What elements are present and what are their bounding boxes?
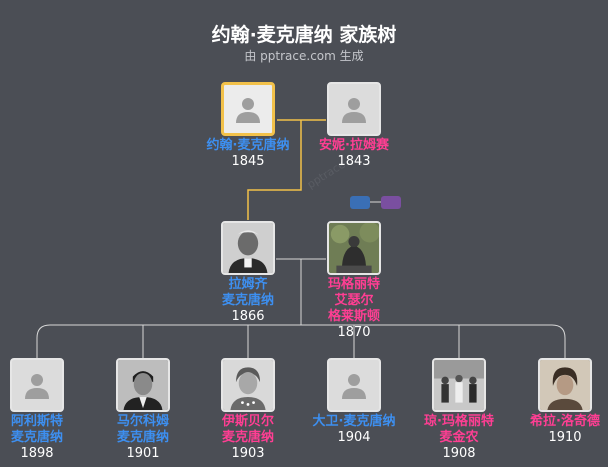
page-title: 约翰·麦克唐纳 家族树 (211, 24, 397, 46)
person-name: 麦克唐纳 (221, 293, 274, 308)
silhouette-icon (327, 82, 381, 136)
person-sheila-lochhead[interactable]: 希拉·洛奇德 1910 (510, 358, 608, 445)
person-ishbel-macdonald[interactable]: 伊斯贝尔 麦克唐纳 1903 (193, 358, 303, 461)
legend-female-swatch (381, 196, 401, 209)
person-malcolm-macdonald[interactable]: 马尔科姆 麦克唐纳 1901 (88, 358, 198, 461)
silhouette-icon (327, 358, 381, 412)
person-year: 1901 (126, 446, 160, 461)
portrait-photo (116, 358, 170, 412)
person-name: 麦克唐纳 (221, 430, 274, 445)
statue-photo (327, 221, 381, 275)
group-photo (432, 358, 486, 412)
person-annie-ramsay[interactable]: 安妮·拉姆赛 1843 (299, 82, 409, 169)
person-john-macdonald[interactable]: 约翰·麦克唐纳 1845 (193, 82, 303, 169)
person-name: 琼·玛格丽特 (424, 414, 494, 429)
person-name: 大卫·麦克唐纳 (312, 414, 396, 429)
page-subtitle: 由 pptrace.com 生成 (244, 49, 364, 63)
person-name: 玛格丽特 (327, 277, 380, 292)
person-ramsay-macdonald[interactable]: 拉姆齐 麦克唐纳 1866 (193, 221, 303, 324)
person-name: 麦金农 (439, 430, 479, 445)
person-year: 1898 (20, 446, 54, 461)
portrait-photo (538, 358, 592, 412)
person-year: 1904 (337, 430, 371, 445)
person-name: 艾瑟尔 (334, 293, 374, 308)
person-year: 1903 (231, 446, 265, 461)
person-name: 格莱斯顿 (327, 309, 380, 324)
person-name: 拉姆齐 (228, 277, 268, 292)
descent-line-gen1 (247, 120, 302, 220)
children-bus-line (36, 324, 566, 358)
person-year: 1843 (337, 154, 371, 169)
person-name: 阿利斯特 (10, 414, 63, 429)
person-name: 马尔科姆 (116, 414, 169, 429)
portrait-photo (221, 221, 275, 275)
person-year: 1908 (442, 446, 476, 461)
person-name: 安妮·拉姆赛 (319, 138, 389, 153)
person-joan-mackinnon[interactable]: 琼·玛格丽特 麦金农 1908 (404, 358, 514, 461)
person-david-macdonald[interactable]: 大卫·麦克唐纳 1904 (299, 358, 409, 445)
person-name: 希拉·洛奇德 (530, 414, 600, 429)
person-name: 伊斯贝尔 (221, 414, 274, 429)
person-year: 1910 (548, 430, 582, 445)
person-year: 1845 (231, 154, 265, 169)
person-margaret-gladstone[interactable]: 玛格丽特 艾瑟尔 格莱斯顿 1870 (299, 221, 409, 340)
person-year: 1870 (337, 325, 371, 340)
person-name: 麦克唐纳 (10, 430, 63, 445)
person-name: 约翰·麦克唐纳 (206, 138, 290, 153)
silhouette-icon (221, 82, 275, 136)
silhouette-icon (10, 358, 64, 412)
legend-male-swatch (350, 196, 370, 209)
person-name: 麦克唐纳 (116, 430, 169, 445)
person-alister-macdonald[interactable]: 阿利斯特 麦克唐纳 1898 (0, 358, 92, 461)
portrait-photo (221, 358, 275, 412)
person-year: 1866 (231, 309, 265, 324)
